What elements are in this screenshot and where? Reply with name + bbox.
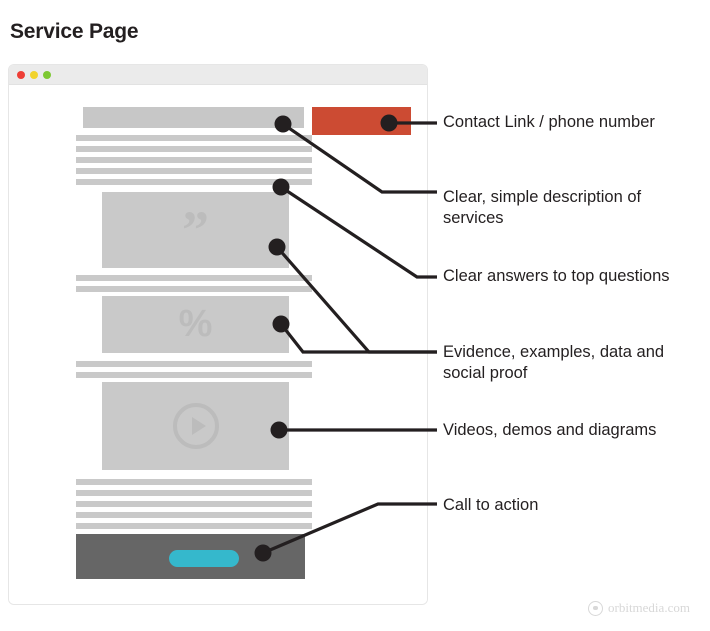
text-line (76, 512, 312, 518)
footer-cta-button[interactable] (169, 550, 239, 567)
text-line (76, 286, 312, 292)
annotation-answers: Clear answers to top questions (443, 267, 670, 285)
text-line (76, 523, 312, 529)
annotation-description: Clear, simple description of services (443, 188, 642, 227)
video-image-block (102, 382, 289, 470)
browser-window-mockup: ” % (8, 64, 428, 605)
orbit-mark-icon (588, 600, 603, 616)
text-line (76, 361, 312, 367)
stats-image-block: % (102, 296, 289, 353)
text-line (76, 146, 312, 152)
testimonial-image-block: ” (102, 192, 289, 268)
text-line (76, 501, 312, 507)
page-viewport: ” % (9, 86, 427, 604)
text-line (76, 157, 312, 163)
orbitmedia-logo: orbitmedia.com (588, 600, 690, 616)
page-title: Service Page (10, 20, 139, 43)
text-line (76, 179, 312, 185)
text-line (76, 372, 312, 378)
text-line (76, 479, 312, 485)
orbitmedia-wordmark: orbitmedia.com (608, 600, 690, 615)
contact-link-cta-button[interactable] (312, 107, 411, 135)
quote-icon: ” (182, 199, 209, 260)
text-line (76, 135, 312, 141)
maximize-dot-icon[interactable] (43, 71, 51, 79)
annotation-cta: Call to action (443, 496, 539, 514)
headline-placeholder-bar (83, 107, 304, 128)
minimize-dot-icon[interactable] (30, 71, 38, 79)
annotation-videos: Videos, demos and diagrams (443, 421, 657, 439)
annotation-evidence: Evidence, examples, data and social proo… (443, 343, 665, 382)
percent-icon: % (178, 303, 213, 345)
text-line (76, 275, 312, 281)
annotation-contact: Contact Link / phone number (443, 113, 655, 131)
play-icon (102, 382, 289, 470)
browser-titlebar (9, 65, 427, 85)
close-dot-icon[interactable] (17, 71, 25, 79)
text-line (76, 490, 312, 496)
text-line (76, 168, 312, 174)
